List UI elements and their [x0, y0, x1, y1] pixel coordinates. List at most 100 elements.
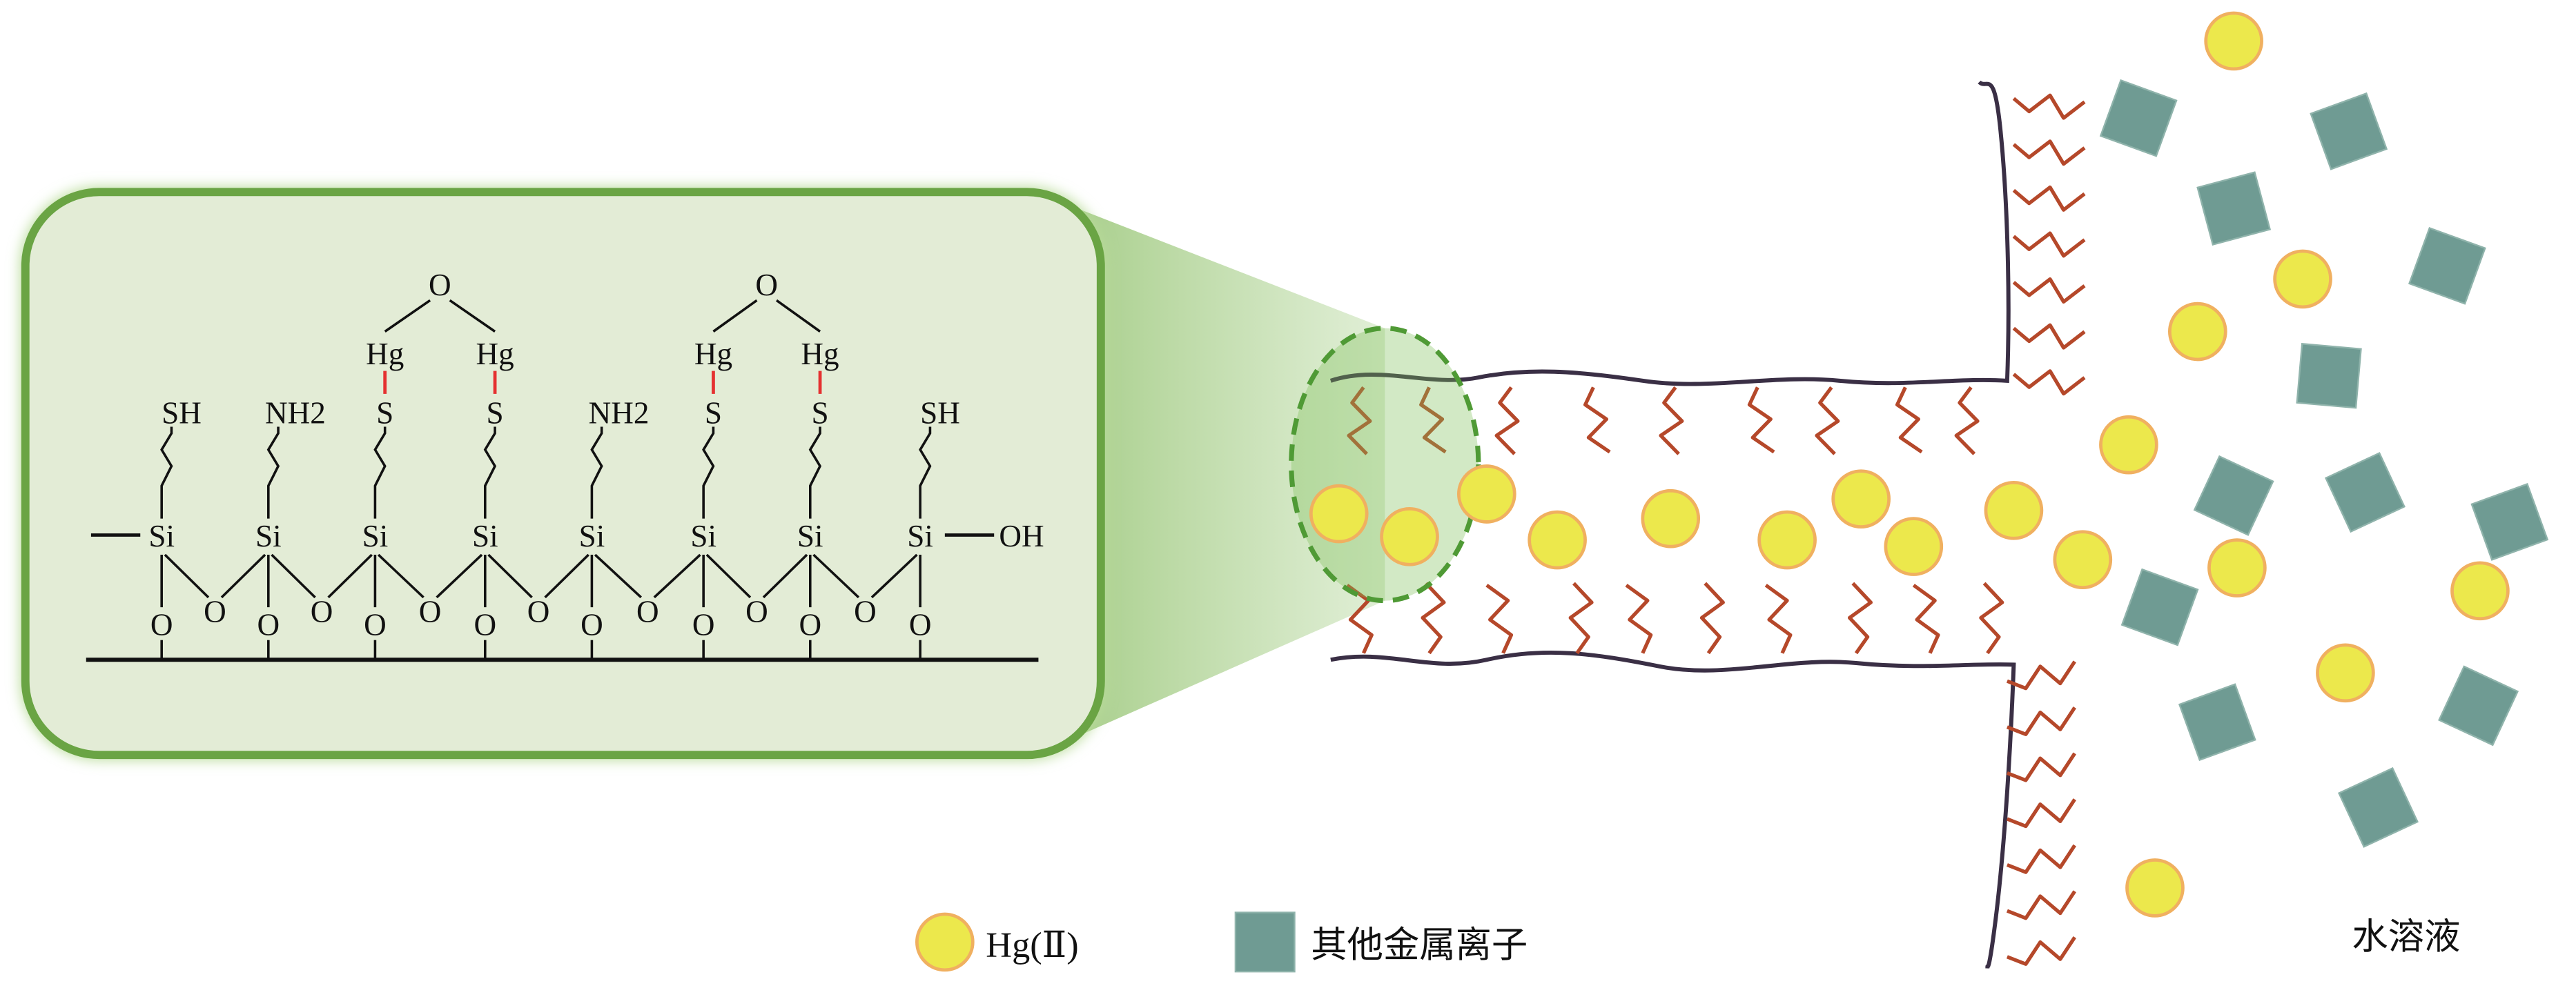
functional-chain [1699, 582, 1725, 655]
bridging-oxygen: O [854, 595, 877, 629]
functional-chain [1912, 584, 1940, 654]
bridging-oxygen: O [755, 268, 778, 302]
thiol-group: SH [162, 396, 202, 431]
alkyl-chain [590, 426, 603, 519]
amino-group: NH2 [589, 396, 650, 431]
sulfur-atom: S [705, 396, 722, 431]
other-metal-ion [2408, 226, 2486, 305]
functional-chain [2012, 93, 2086, 120]
silicon-atom: Si [579, 519, 605, 553]
alkyl-chain [919, 426, 932, 519]
pore-wall-bottom [1330, 650, 2016, 969]
solution-label: 水溶液 [2352, 917, 2460, 957]
sulfur-atom: S [811, 396, 828, 431]
functional-chain [1954, 386, 1980, 455]
functional-chain [2006, 660, 2076, 691]
silicon-atom: Si [690, 519, 716, 553]
alkyl-chain [266, 426, 280, 519]
mercury-atom: Hg [801, 337, 839, 371]
functional-chain [2006, 752, 2076, 782]
other-metal-ion [2099, 79, 2178, 157]
functional-chain [2006, 844, 2076, 874]
thiol-group: SH [920, 396, 960, 431]
functional-chain [2006, 890, 2076, 920]
legend-other-icon [1234, 911, 1296, 973]
bond [377, 553, 425, 599]
bond [775, 299, 821, 333]
legend-hg-icon [915, 912, 975, 972]
oxygen-atom: O [580, 608, 603, 642]
bridging-oxygen: O [527, 595, 550, 629]
bond [384, 299, 431, 333]
functional-chain [1895, 386, 1923, 454]
ions [1309, 11, 2549, 918]
bond [544, 553, 589, 599]
other-metal-ion [2324, 452, 2406, 533]
silicon-atom: Si [797, 519, 823, 553]
functional-chain [2006, 706, 2076, 736]
hydroxyl-group: OH [999, 519, 1044, 553]
bridging-oxygen: O [636, 595, 659, 629]
hg-ion [1984, 480, 2044, 540]
bond [594, 553, 642, 599]
zoom-ellipse [1289, 326, 1481, 604]
hg-ion [1457, 464, 1516, 524]
hg-ion [2053, 530, 2113, 589]
bond [653, 553, 701, 599]
bridging-oxygen: O [311, 595, 333, 629]
functional-chain [1485, 584, 1514, 654]
hg-ion [2204, 11, 2263, 71]
bond [812, 553, 860, 599]
bond [220, 553, 266, 599]
oxygen-atom: O [364, 608, 387, 642]
bridging-oxygen: O [429, 268, 451, 302]
functional-chain [1347, 386, 1372, 455]
functional-chain [1568, 582, 1594, 655]
functional-chain [1583, 386, 1611, 454]
bond [712, 299, 758, 333]
functional-chain [2012, 277, 2086, 304]
hg-ion [1641, 488, 1701, 549]
alkyl-chain [160, 426, 173, 519]
silicon-atom: Si [907, 519, 933, 553]
mercury-atom: Hg [694, 337, 732, 371]
functional-chain [2006, 798, 2076, 829]
bond [449, 299, 496, 333]
functional-chain [1659, 386, 1684, 455]
bond [487, 553, 533, 599]
oxygen-atom: O [257, 608, 280, 642]
magnification-cone [1035, 192, 1385, 755]
mercury-atom: Hg [366, 337, 404, 371]
silicon-atom: Si [255, 519, 282, 553]
functional-chain [1979, 582, 2004, 655]
bond [705, 553, 752, 599]
functional-chain [2012, 231, 2086, 258]
bridging-oxygen: O [204, 595, 226, 629]
functional-chain [2012, 139, 2086, 166]
oxygen-atom: O [799, 608, 821, 642]
silicon-atom: Si [362, 519, 389, 553]
bond [762, 553, 808, 599]
other-metal-ion [2338, 767, 2419, 848]
functional-chain [1421, 582, 1446, 655]
bridging-oxygen: O [745, 595, 768, 629]
functional-chain [2012, 369, 2086, 396]
amino-group: NH2 [265, 396, 326, 431]
other-metal-ion [2310, 92, 2388, 170]
functional-chain [1419, 386, 1447, 454]
bond [327, 553, 373, 599]
bond [436, 553, 483, 599]
silicon-atom: Si [472, 519, 498, 553]
legend-hg-label: Hg(Ⅱ) [986, 925, 1078, 965]
other-metal-ion [2438, 665, 2519, 747]
hg-ion [1380, 507, 1439, 566]
structure-panel [21, 188, 1105, 760]
hg-ion [2125, 858, 2185, 918]
other-metal-ion [2470, 483, 2549, 561]
sulfur-atom: S [376, 396, 393, 431]
alkyl-chain [702, 426, 715, 519]
functional-chain [1346, 584, 1374, 654]
sulfur-atom: S [486, 396, 503, 431]
alkyl-chain [483, 426, 497, 519]
